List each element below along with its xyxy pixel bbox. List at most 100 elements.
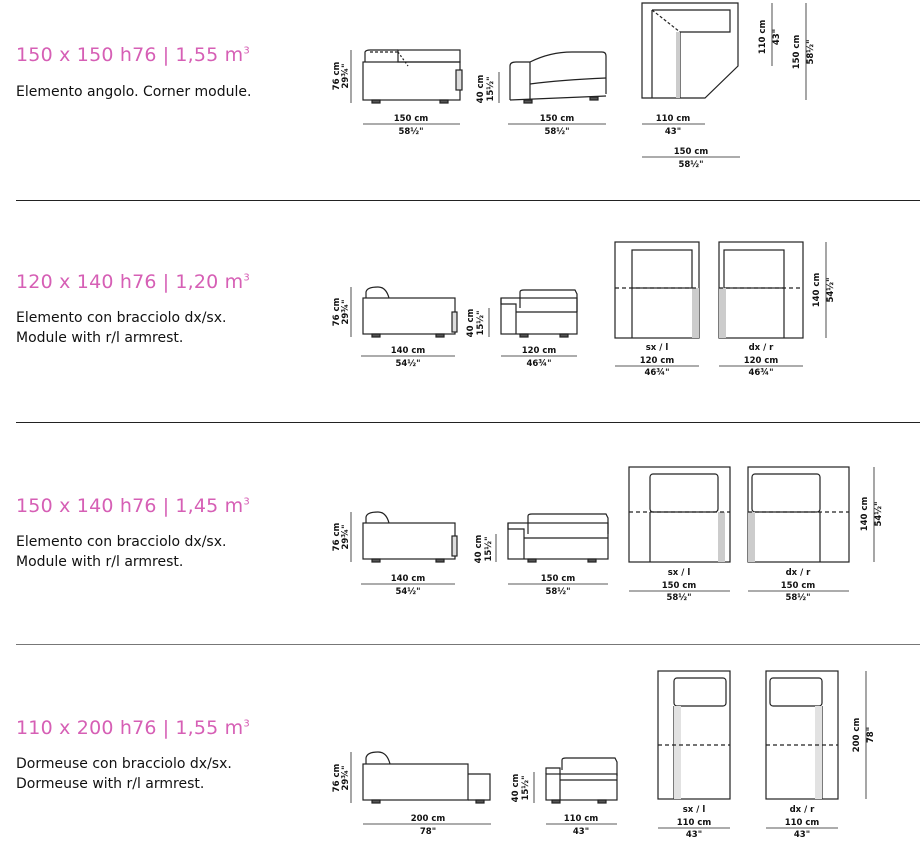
dim-label: 46¾" [526, 359, 551, 369]
module-description: Dormeuse con bracciolo dx/sx. Dormeuse w… [16, 756, 232, 792]
plan-label-right: dx / r [786, 568, 812, 578]
section-corner-module: 150 x 150 h76|1,55 m3 Elemento angolo. C… [0, 0, 920, 200]
dim-label: 43" [665, 127, 681, 137]
dim-label: 140 cm [812, 273, 822, 308]
front-view-drawing [509, 51, 607, 104]
plan-label-right: dx / r [790, 805, 816, 815]
front-height-dimension: 40 cm 15½" [511, 772, 535, 803]
dim-label: 43" [573, 827, 589, 837]
dim-label: 58½" [398, 126, 423, 137]
dim-label: 76 cm [332, 62, 342, 91]
dim-label: 120 cm [640, 356, 675, 366]
corner-module-drawings: 76 cm 29¾" 150 cm 58½" 40 cm 15½" 150 cm… [332, 2, 816, 170]
module-title: 110 x 200 h76|1,55 m3 [16, 717, 250, 739]
plan-view-right [765, 670, 839, 800]
module-description: Elemento con bracciolo dx/sx. Module wit… [16, 310, 227, 346]
dim-label: 110 cm [758, 20, 768, 55]
side-width-dimension: 150 cm 58½" [363, 114, 460, 137]
dim-label: 140 cm [391, 346, 426, 356]
dim-label: 76 cm [332, 764, 342, 793]
dim-label: 150 cm [662, 581, 697, 591]
dim-label: 15½" [520, 775, 531, 800]
dim-label: 40 cm [474, 535, 484, 564]
side-view-drawing [362, 286, 458, 338]
front-height-dimension: 40 cm 15½" [466, 308, 490, 338]
side-height-dimension: 76 cm 29¾" [332, 752, 352, 803]
plan-depth-dimension: 140 cm 54½" [860, 467, 884, 562]
front-view-drawing [507, 513, 609, 563]
dim-label: 58½" [544, 126, 569, 137]
dim-label: 29¾" [341, 524, 351, 549]
plan-view-left [614, 241, 700, 339]
section-divider [16, 644, 920, 645]
plan-label-right: dx / r [749, 343, 775, 353]
dim-label: 54½" [395, 358, 420, 369]
dim-label: 15½" [475, 310, 486, 335]
dim-label: 43" [794, 830, 810, 840]
dim-label: 150 cm [394, 114, 429, 124]
plan-label-left: sx / l [683, 805, 706, 815]
section-dormeuse: 110 x 200 h76|1,55 m3 Dormeuse con bracc… [0, 644, 920, 843]
dim-label: 120 cm [522, 346, 557, 356]
front-width-dimension: 110 cm 43" [546, 814, 617, 837]
module-title: 150 x 140 h76|1,45 m3 [16, 495, 250, 517]
front-view-drawing [500, 289, 578, 338]
dim-label: 140 cm [391, 574, 426, 584]
front-width-dimension: 150 cm 58½" [508, 114, 606, 137]
dim-label: 58½" [666, 592, 691, 603]
dim-label: 46¾" [748, 368, 773, 378]
dim-label: 76 cm [332, 298, 342, 327]
dim-label: 15½" [485, 76, 496, 101]
dim-label: 76 cm [332, 523, 342, 552]
dim-label: 150 cm [540, 114, 575, 124]
dim-label: 40 cm [511, 774, 521, 803]
section-armrest-module-120: 120 x 140 h76|1,20 m3 Elemento con bracc… [0, 200, 920, 422]
module-description: Elemento con bracciolo dx/sx. Module wit… [16, 534, 227, 570]
plan-dimensions: 110 cm 43" 150 cm 58½" 110 cm 43" 150 cm… [642, 3, 816, 170]
dim-label: 40 cm [476, 75, 486, 104]
section-divider [16, 200, 920, 201]
plan-label-left: sx / l [646, 343, 669, 353]
dim-label: 140 cm [860, 497, 870, 532]
dim-label: 15½" [483, 536, 494, 561]
front-height-dimension: 40 cm 15½" [476, 72, 500, 104]
dim-label: 78" [866, 727, 876, 743]
front-width-dimension: 150 cm 58½" [508, 574, 608, 597]
dim-label: 40 cm [466, 309, 476, 338]
dim-label: 29¾" [341, 765, 351, 790]
front-width-dimension: 120 cm 46¾" [501, 346, 577, 369]
dim-label: 200 cm [852, 718, 862, 753]
dim-label: 200 cm [411, 814, 446, 824]
section-divider [16, 422, 920, 423]
dim-label: 110 cm [656, 114, 691, 124]
dim-label: 78" [420, 827, 436, 837]
plan-view-right [747, 466, 850, 563]
plan-depth-dimension: 140 cm 54½" [812, 242, 836, 338]
dim-label: 150 cm [674, 147, 709, 157]
side-width-dimension: 140 cm 54½" [361, 574, 455, 597]
dim-label: 58½" [785, 592, 810, 603]
dim-label: 120 cm [744, 356, 779, 366]
dim-label: 58½" [805, 39, 816, 64]
side-view-drawing [362, 511, 458, 563]
plan-view-right [718, 241, 804, 339]
dim-label: 54½" [873, 501, 884, 526]
side-height-dimension: 76 cm 29¾" [332, 287, 352, 337]
dim-label: 46¾" [644, 368, 669, 378]
dim-label: 150 cm [541, 574, 576, 584]
dim-label: 110 cm [677, 818, 712, 828]
plan-view-drawing [641, 2, 739, 99]
dim-label: 43" [772, 29, 782, 45]
side-view-drawing [362, 49, 463, 104]
dim-label: 110 cm [564, 814, 599, 824]
module-title: 150 x 150 h76|1,55 m3 [16, 44, 250, 66]
plan-view-left [628, 466, 731, 563]
section-armrest-module-150: 150 x 140 h76|1,45 m3 Elemento con bracc… [0, 422, 920, 644]
front-height-dimension: 40 cm 15½" [474, 534, 497, 564]
dim-label: 150 cm [792, 35, 802, 70]
plan-view-left [657, 670, 731, 800]
side-view-drawing [362, 751, 491, 804]
dim-label: 58½" [678, 159, 703, 170]
module-description: Elemento angolo. Corner module. [16, 84, 252, 100]
